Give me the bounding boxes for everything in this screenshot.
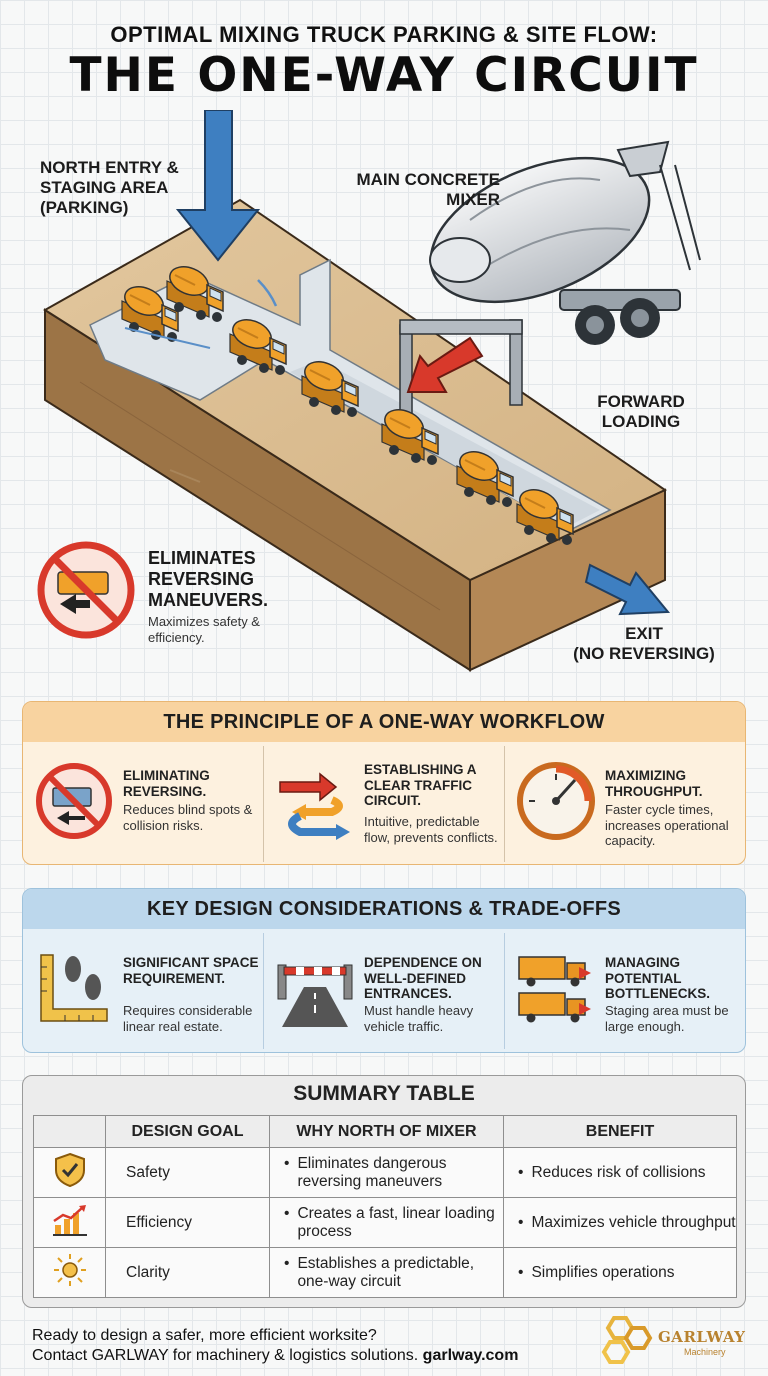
column-header: WHY NORTH OF MIXER <box>269 1115 504 1148</box>
principle-item: ELIMINATING REVERSING. Reduces blind spo… <box>23 746 264 862</box>
principle-item: ESTABLISHING A CLEAR TRAFFIC CIRCUIT. In… <box>264 746 505 862</box>
table-header-row: DESIGN GOAL WHY NORTH OF MIXER BENEFIT <box>33 1115 737 1148</box>
consideration-item-title: MANAGING POTENTIAL BOTTLENECKS. <box>605 955 711 1001</box>
consideration-item: DEPENDENCE ON WELL-DEFINED ENTRANCES. Mu… <box>264 933 505 1049</box>
logo-name: GARLWAY <box>658 1328 746 1346</box>
principle-item-title: ELIMINATING REVERSING. <box>123 768 210 799</box>
consideration-item: SIGNIFICANT SPACE REQUIREMENT. Requires … <box>23 933 264 1049</box>
consideration-item-title: SIGNIFICANT SPACE REQUIREMENT. <box>123 955 259 986</box>
summary-table: DESIGN GOAL WHY NORTH OF MIXER BENEFIT S… <box>33 1115 737 1298</box>
principle-item-title: ESTABLISHING A CLEAR TRAFFIC CIRCUIT. <box>364 762 477 808</box>
consideration-item-desc: Must handle heavy vehicle traffic. <box>364 1003 474 1034</box>
mixer-truck-icon <box>381 409 439 465</box>
consideration-item-desc: Requires considerable linear real estate… <box>123 1003 253 1034</box>
sun-icon <box>53 1254 86 1286</box>
column-header <box>33 1115 106 1148</box>
table-row: Safety •Eliminates dangerous reversing m… <box>33 1147 737 1198</box>
design-goal-cell: Clarity <box>105 1247 270 1298</box>
consideration-item-title: DEPENDENCE ON WELL-DEFINED ENTRANCES. <box>364 955 482 1001</box>
hexagon-logo-icon <box>601 1316 653 1364</box>
footer-text: Ready to design a safer, more efficient … <box>32 1326 518 1366</box>
logo-sub: Machinery <box>684 1347 726 1357</box>
footer-line-2: Contact GARLWAY for machinery & logistic… <box>32 1347 419 1364</box>
entry-staging-label: NORTH ENTRY &STAGING AREA(PARKING) <box>40 158 179 217</box>
traffic-circuit-icon <box>279 772 350 840</box>
mixer-truck-icon <box>456 451 514 507</box>
principle-item-desc: Faster cycle times, increases operationa… <box>605 802 729 848</box>
site-illustration: NORTH ENTRY &STAGING AREA(PARKING) MAIN … <box>0 109 768 680</box>
site-flow-diagram <box>37 109 701 672</box>
barrier-gate-icon <box>277 964 353 1027</box>
principle-item-desc: Reduces blind spots & collision risks. <box>123 802 253 833</box>
gauge-icon <box>517 762 595 840</box>
note-subtext: Maximizes safety & efficiency. <box>148 614 260 645</box>
why-cell: Creates a fast, linear loading process <box>297 1204 495 1240</box>
page-subtitle: OPTIMAL MIXING TRUCK PARKING & SITE FLOW… <box>110 22 658 47</box>
why-cell: Eliminates dangerous reversing maneuvers <box>297 1154 447 1190</box>
growth-chart-icon <box>52 1205 87 1236</box>
mixer-truck-icon <box>229 319 287 375</box>
footer-line-1: Ready to design a safer, more efficient … <box>32 1327 377 1344</box>
no-reversing-icon <box>36 763 112 839</box>
summary-panel: SUMMARY TABLE DESIGN GOAL WHY NORTH OF M… <box>22 1075 746 1308</box>
trucks-queue-icon <box>518 956 591 1023</box>
benefit-cell: Maximizes vehicle throughput <box>531 1213 736 1231</box>
principle-item: MAXIMIZING THROUGHPUT. Faster cycle time… <box>505 746 745 862</box>
page-title: THE ONE-WAY CIRCUIT <box>69 48 699 103</box>
consideration-item-desc: Staging area must be large enough. <box>605 1003 729 1034</box>
why-cell: Establishes a predictable, one-way circu… <box>297 1254 475 1290</box>
principle-panel: THE PRINCIPLE OF A ONE-WAY WORKFLOW ELIM… <box>22 701 746 865</box>
design-goal-cell: Efficiency <box>105 1197 270 1248</box>
no-reversing-sign-icon <box>37 541 135 639</box>
column-header: DESIGN GOAL <box>105 1115 270 1148</box>
principle-item-desc: Intuitive, predictable flow, prevents co… <box>364 814 498 845</box>
table-row: Clarity •Establishes a predictable, one-… <box>33 1247 737 1298</box>
design-goal-cell: Safety <box>105 1147 270 1198</box>
flow-line <box>124 327 211 349</box>
column-header: BENEFIT <box>503 1115 737 1148</box>
truck-queue <box>121 266 574 545</box>
principle-title: THE PRINCIPLE OF A ONE-WAY WORKFLOW <box>23 702 745 742</box>
exit-label: EXIT(NO REVERSING) <box>573 624 715 663</box>
garlway-logo[interactable]: GARLWAY Machinery <box>596 1314 768 1370</box>
benefit-cell: Reduces risk of collisions <box>531 1163 706 1181</box>
ruler-footprints-icon <box>40 954 108 1022</box>
note-title: ELIMINATES REVERSING MANEUVERS. <box>148 548 269 610</box>
flow-line <box>257 279 278 307</box>
consideration-item: MANAGING POTENTIAL BOTTLENECKS. Staging … <box>505 933 745 1049</box>
summary-title: SUMMARY TABLE <box>293 1082 475 1105</box>
mixer-truck-icon <box>166 266 224 322</box>
considerations-panel: KEY DESIGN CONSIDERATIONS & TRADE-OFFS S… <box>22 888 746 1053</box>
benefit-cell: Simplifies operations <box>531 1263 675 1281</box>
considerations-title: KEY DESIGN CONSIDERATIONS & TRADE-OFFS <box>23 889 745 929</box>
entry-arrow <box>175 109 261 262</box>
mixer-truck-icon <box>516 489 574 545</box>
website-link[interactable]: garlway.com <box>422 1347 519 1364</box>
exit-arrow <box>584 563 671 616</box>
mixer-truck-icon <box>121 286 179 342</box>
principle-item-title: MAXIMIZING THROUGHPUT. <box>605 768 703 799</box>
concrete-mixer-plant <box>399 140 701 421</box>
loading-arrow <box>406 336 484 393</box>
table-row: Efficiency •Creates a fast, linear loadi… <box>33 1197 737 1248</box>
mixer-truck-icon <box>301 361 359 417</box>
shield-check-icon <box>54 1152 85 1188</box>
